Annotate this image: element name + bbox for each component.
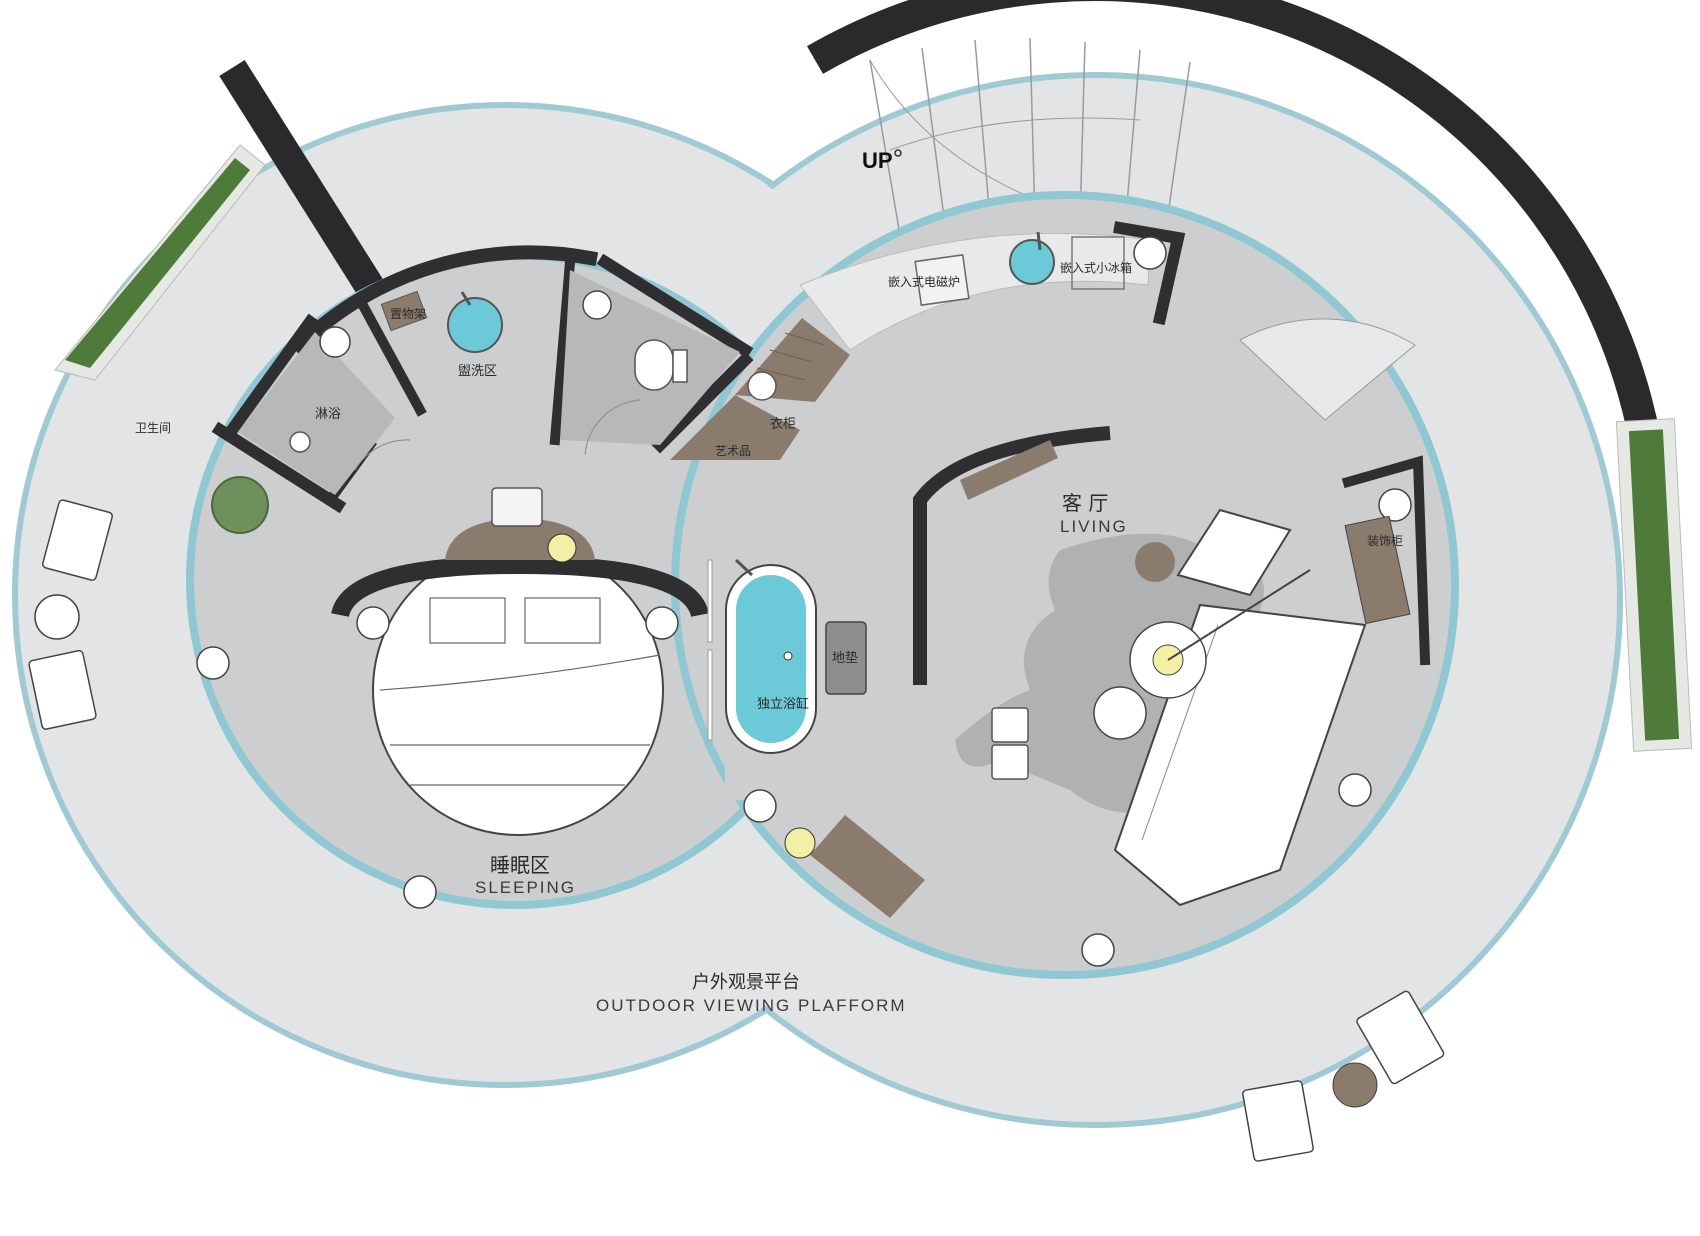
wardrobe-fixture xyxy=(747,371,777,401)
induction-label: 嵌入式电磁炉 xyxy=(888,274,960,289)
wash-basin[interactable] xyxy=(447,297,503,353)
toilet-label: 卫生间 xyxy=(135,421,171,435)
fridge-label: 嵌入式小冰箱 xyxy=(1060,260,1132,275)
entry-wall xyxy=(219,59,385,299)
shower-room xyxy=(238,332,395,495)
side-table[interactable] xyxy=(1135,542,1175,582)
stair-outer-wall xyxy=(807,0,1661,444)
staircase[interactable] xyxy=(869,37,1191,236)
shelf[interactable] xyxy=(380,290,428,332)
floor-mat[interactable] xyxy=(825,621,867,695)
coffee-table-2[interactable] xyxy=(1093,686,1147,740)
toilet[interactable] xyxy=(634,339,688,391)
planter-left xyxy=(54,144,266,381)
daybed[interactable] xyxy=(810,815,925,918)
mat-label: 地垫 xyxy=(832,650,858,666)
sleeping-label-cn: 睡眠区 xyxy=(490,853,550,877)
glass-panel-1 xyxy=(707,559,713,643)
interior-walls xyxy=(211,221,1431,666)
stairs-up-marker xyxy=(894,149,902,157)
living-partition xyxy=(913,426,1111,685)
desk-chair[interactable] xyxy=(491,487,543,527)
outdoor-label-cn: 户外观景平台 xyxy=(692,972,800,993)
living-label-cn: 客 厅 xyxy=(1062,491,1108,515)
bathtub[interactable] xyxy=(725,558,817,754)
shower-door[interactable] xyxy=(354,439,411,471)
washing-label: 盥洗区 xyxy=(458,364,497,379)
shower-head xyxy=(319,326,351,358)
bed[interactable] xyxy=(372,544,664,836)
reading-light xyxy=(784,827,816,859)
planter-right xyxy=(1615,418,1693,752)
desk-lamp xyxy=(547,533,577,563)
living-light-2 xyxy=(1081,933,1115,967)
art-label: 艺术品 xyxy=(715,444,751,458)
mini-fridge[interactable] xyxy=(1071,236,1125,290)
glass-panel-2 xyxy=(707,649,713,741)
floor-light-2 xyxy=(403,875,437,909)
art-niche xyxy=(670,395,800,460)
ottoman-1[interactable] xyxy=(991,707,1029,743)
living-light-3 xyxy=(1378,488,1412,522)
living-light-1 xyxy=(1338,773,1372,807)
bedside-light-left xyxy=(356,606,390,640)
living-label-en: LIVING xyxy=(1060,517,1128,536)
display-cabinet[interactable] xyxy=(1344,515,1411,625)
terrace-lounge-right[interactable] xyxy=(1242,990,1445,1162)
bathtub-label: 独立浴缸 xyxy=(757,696,809,712)
bedside-light-right xyxy=(645,606,679,640)
wc-door[interactable] xyxy=(584,399,641,456)
sleeping-label-en: SLEEPING xyxy=(475,878,576,897)
indoor-plant xyxy=(211,476,269,534)
terrace-lounge-left[interactable] xyxy=(28,499,113,730)
headboard xyxy=(331,555,709,618)
wc-fixture xyxy=(582,290,612,320)
induction-hob[interactable] xyxy=(914,254,970,306)
shower-label: 淋浴 xyxy=(315,407,341,422)
kitchen-sink[interactable] xyxy=(1009,239,1055,285)
stairs-up-label: UP xyxy=(862,148,893,173)
ottoman-2[interactable] xyxy=(991,744,1029,780)
wardrobe-label: 衣柜 xyxy=(770,416,796,432)
outdoor-label-en: OUTDOOR VIEWING PLAFFORM xyxy=(596,996,907,1015)
shower-drain xyxy=(289,431,311,453)
fridge-door[interactable] xyxy=(1239,318,1416,421)
floor-light-1 xyxy=(196,646,230,680)
armchair[interactable] xyxy=(1176,508,1292,597)
entry-light xyxy=(743,789,777,823)
lamp-arm xyxy=(1167,569,1311,661)
shelf-label: 置物架 xyxy=(390,307,426,321)
display-cabinet-label: 装饰柜 xyxy=(1367,534,1403,548)
niche-light xyxy=(1133,236,1167,270)
tv-console[interactable] xyxy=(960,440,1058,500)
